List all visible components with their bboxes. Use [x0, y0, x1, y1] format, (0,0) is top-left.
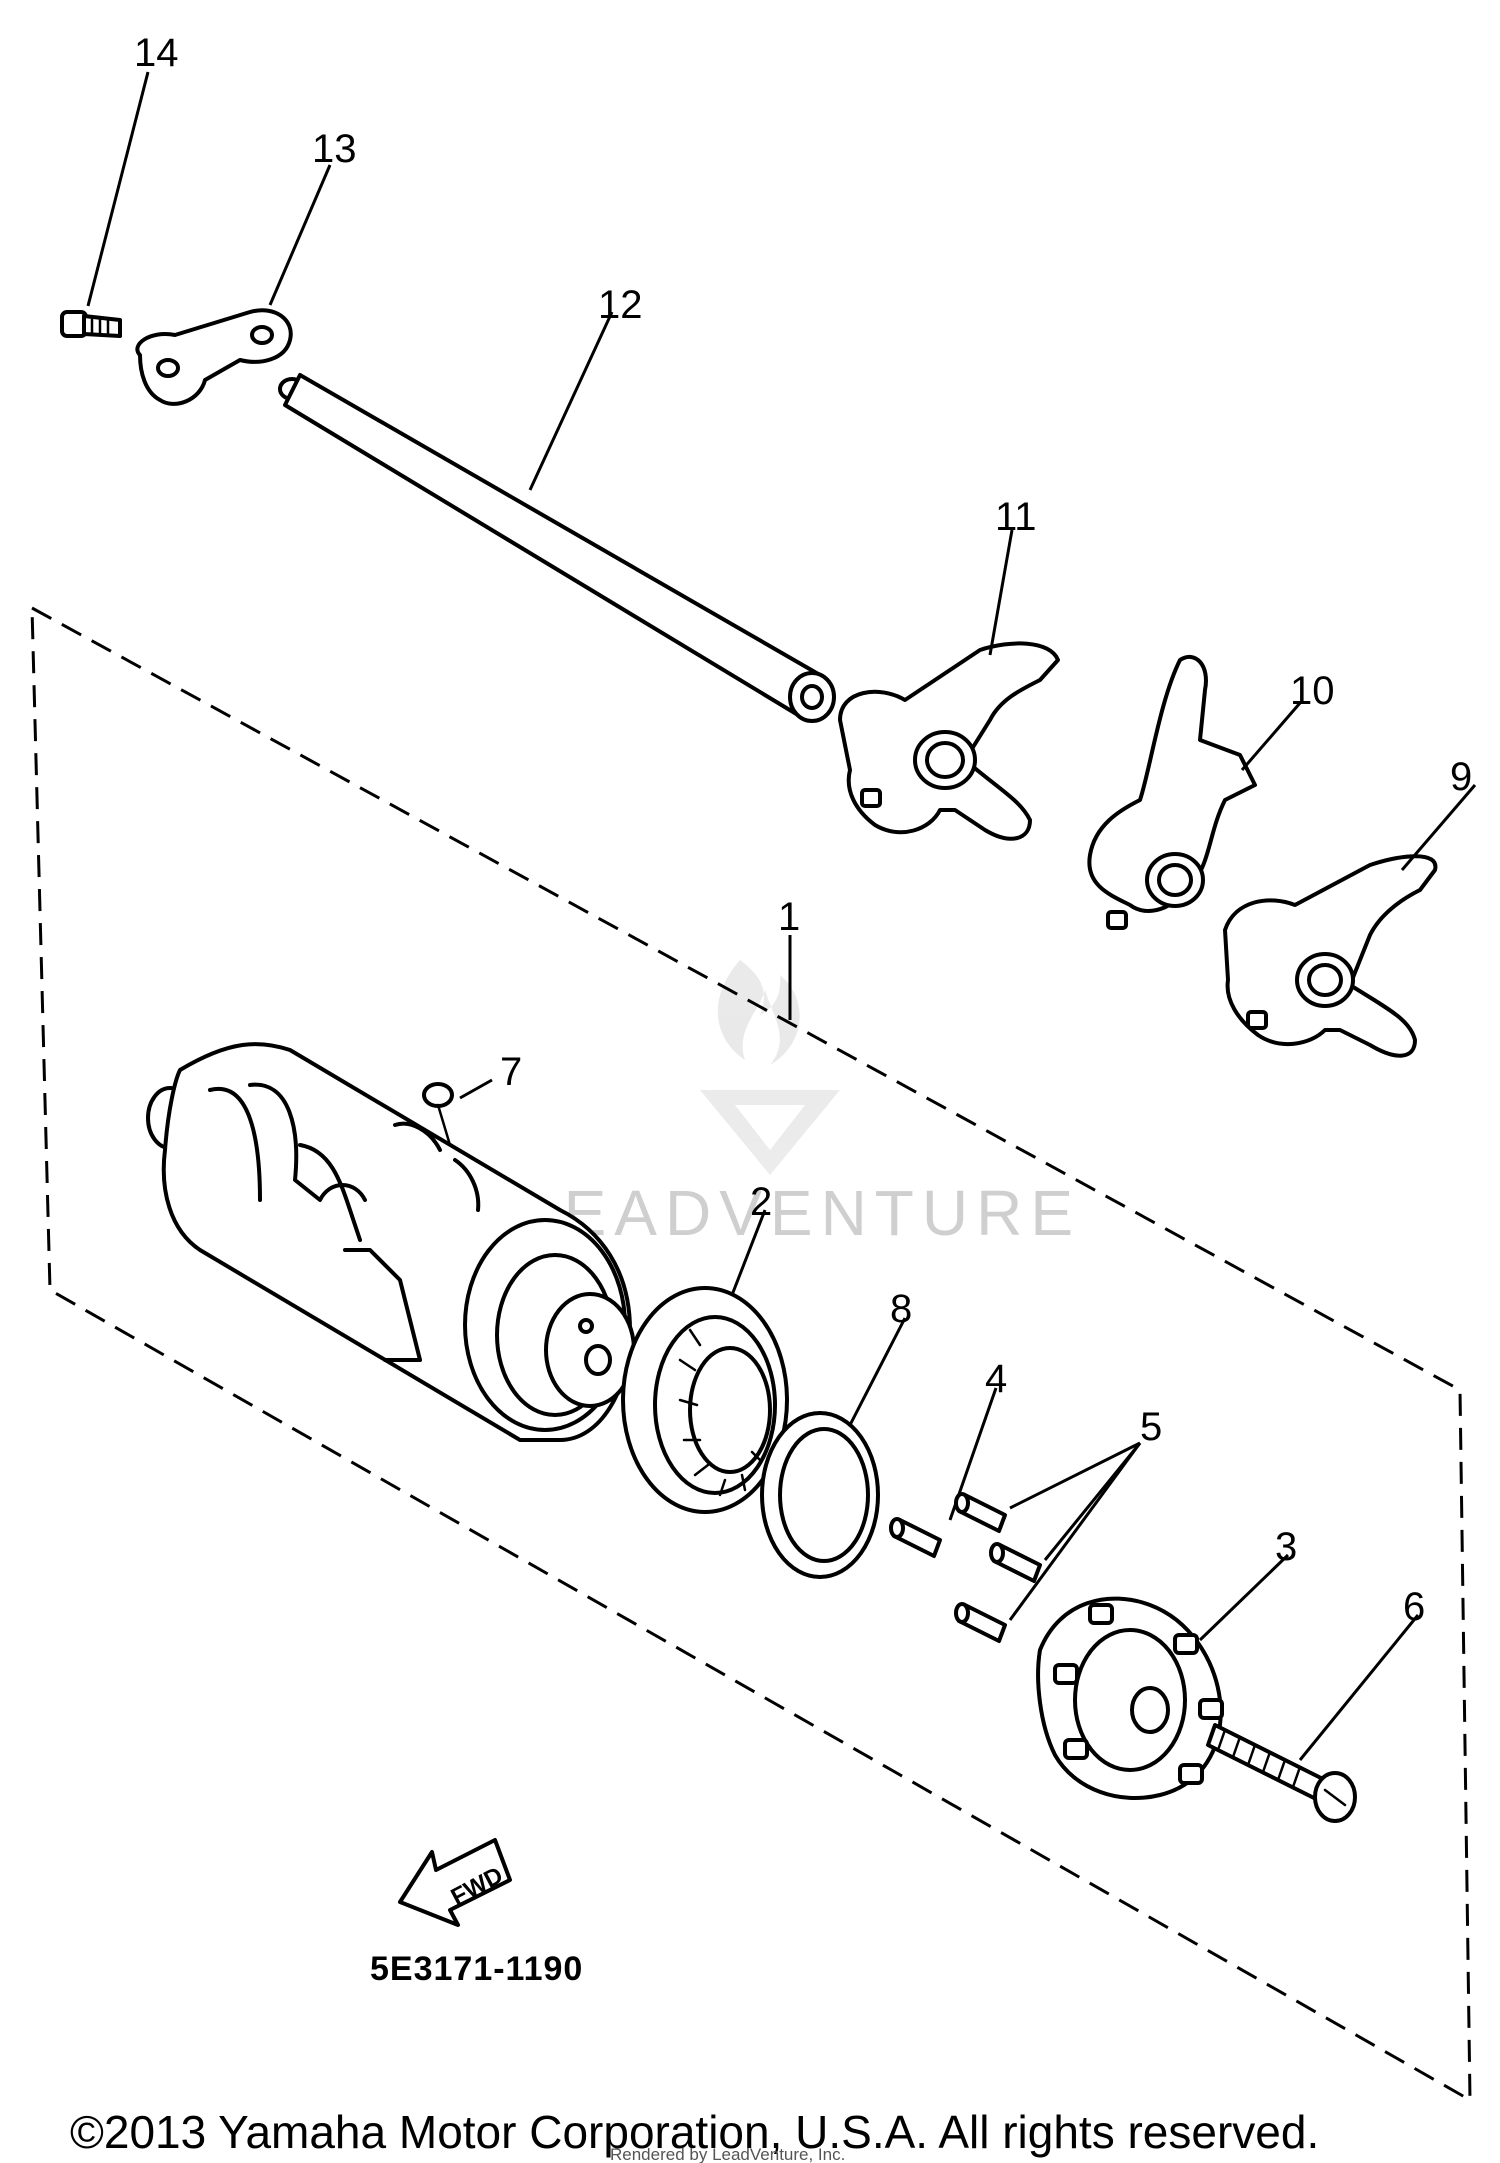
leader-6: [1298, 1614, 1420, 1761]
callout-13: 13: [312, 127, 357, 171]
part-11-shift-fork: [838, 641, 1060, 841]
callout-4: 4: [985, 1357, 1007, 1401]
callout-9: 9: [1450, 755, 1472, 799]
part-7-pin: [422, 1082, 454, 1147]
callout-3: 3: [1275, 1525, 1297, 1569]
leader-5a: [1009, 1441, 1141, 1510]
callout-11: 11: [995, 495, 1037, 539]
part-5-pins: [954, 1492, 1042, 1643]
leader-9: [1400, 784, 1477, 871]
part-8-washer: [760, 1411, 880, 1579]
leader-3: [1198, 1553, 1290, 1642]
leader-10: [1240, 702, 1302, 771]
watermark-logo: [700, 960, 840, 1175]
leader-8: [848, 1317, 907, 1426]
callout-12: 12: [598, 283, 643, 327]
rendered-by-text: Rendered by LeadVenture, Inc.: [610, 2145, 845, 2163]
leader-5c: [1008, 1442, 1142, 1621]
leader-12: [528, 311, 614, 491]
callout-7: 7: [500, 1050, 522, 1094]
part-12-shaft: [278, 373, 836, 723]
callout-8: 8: [890, 1287, 912, 1331]
leader-11: [988, 529, 1014, 656]
callout-1: 1: [778, 895, 800, 939]
callout-14: 14: [134, 31, 179, 75]
part-9-shift-fork: [1223, 854, 1438, 1058]
diagram-code: 5E3171-1190: [370, 1950, 583, 1988]
callout-5: 5: [1140, 1405, 1162, 1449]
fwd-arrow-icon: FWD: [398, 1838, 512, 1927]
leader-7: [459, 1078, 493, 1100]
assembly-boundary: [30, 605, 1472, 2103]
copyright-text: ©2013 Yamaha Motor Corporation, U.S.A. A…: [70, 2106, 1319, 2158]
part-3-segment: [1036, 1596, 1224, 1800]
callout-6: 6: [1403, 1585, 1425, 1629]
part-14-bolt: [60, 310, 122, 338]
part-10-shift-fork: [1087, 654, 1257, 930]
leader-13: [268, 164, 332, 306]
watermark-text: LEADVENTURE: [520, 1177, 1081, 1249]
part-2-bearing: [621, 1286, 789, 1514]
leader-2: [730, 1209, 767, 1296]
part-13-plate: [135, 308, 293, 406]
callout-2: 2: [750, 1180, 772, 1224]
leader-14: [86, 71, 150, 307]
shift-drum: [146, 1042, 636, 1442]
part-6-screw: [1206, 1723, 1357, 1823]
part-4-pin: [889, 1517, 942, 1558]
callout-10: 10: [1290, 669, 1335, 713]
